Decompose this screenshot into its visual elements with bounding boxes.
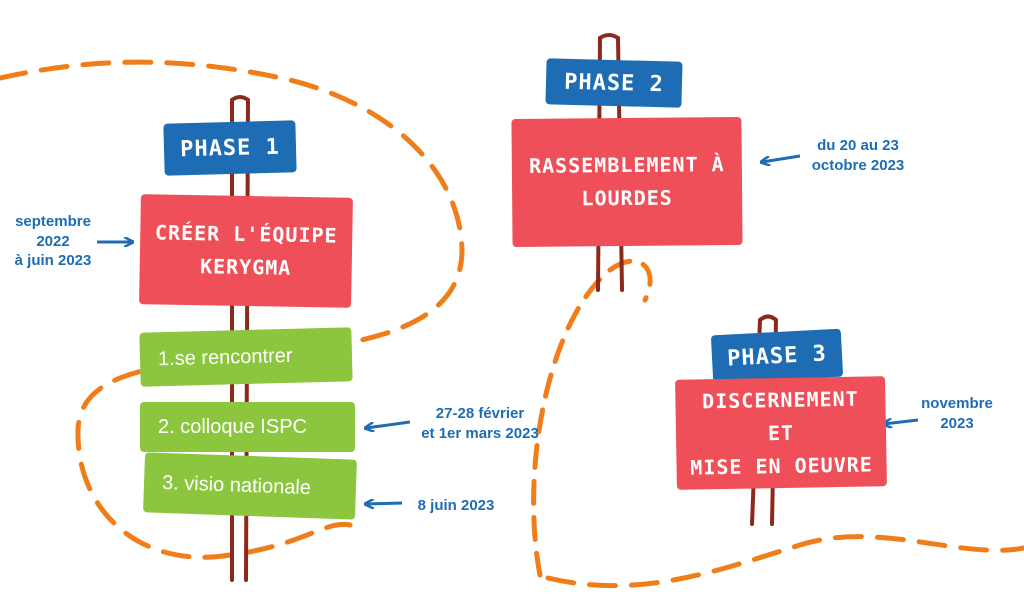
step3-date: 8 juin 2023 [417, 497, 495, 514]
arrow-phase3-date [884, 420, 919, 424]
phase3-title-sign: DISCERNEMENT ET MISE EN OEUVRE [675, 376, 887, 490]
phase3-tag: PHASE 3 [710, 328, 844, 384]
phase1-tag: PHASE 1 [163, 120, 297, 176]
arrow-phase2-date [762, 154, 801, 162]
step-sign-2: 2. colloque ISPC [140, 402, 355, 452]
phase2-date: du 20 au 23 octobre 2023 [811, 137, 905, 174]
phase2-title-sign: RASSEMBLEMENT À LOURDES [511, 116, 743, 248]
phase1-title-sign: CRÉER L'ÉQUIPE KERYGMA [139, 194, 353, 308]
step-sign-3: 3. visio nationale [143, 452, 357, 520]
step2-date: 27-28 février et 1er mars 2023 [421, 405, 539, 442]
phase3-date: novembre 2023 [921, 395, 993, 432]
step-sign-1: 1.se rencontrer [139, 327, 353, 387]
dashed-route-3 [545, 534, 1024, 589]
arrow-step2-date [366, 420, 411, 428]
dashed-route-2 [531, 258, 653, 578]
phase1-date: septembre 2022 à juin 2023 [14, 213, 92, 269]
arrow-step3-date [366, 503, 403, 504]
phase2-tag: PHASE 2 [545, 58, 683, 108]
